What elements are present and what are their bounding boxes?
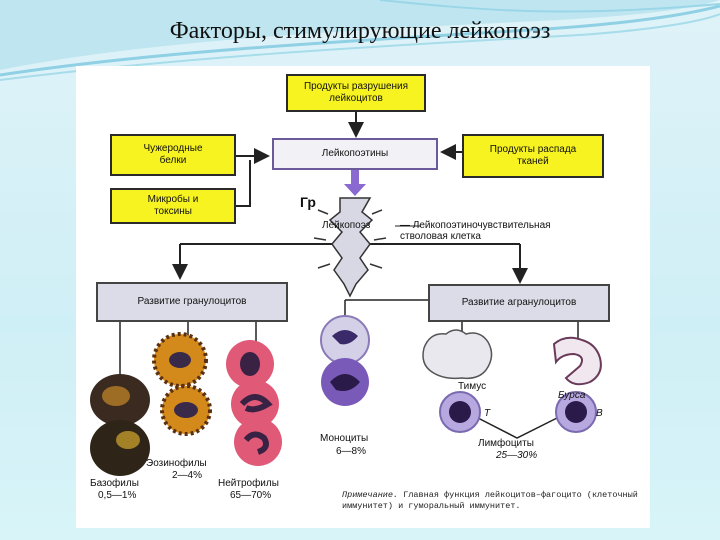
arrow-microbes [236,160,251,207]
label-t: Т [484,408,491,419]
thymus-shape [422,329,493,380]
decorative-waves [0,0,720,81]
label-monocytes-pct: 6—8% [336,446,367,457]
box-microbes-toxins: Микробы и токсины [110,188,236,224]
box-agranulocyte-development: Развитие агранулоцитов [428,284,610,322]
stem-cell-column [313,197,387,298]
monocyte-cells [320,315,370,406]
label-lymphocytes: Лимфоциты [478,438,534,449]
box-tissue-products: Продукты распада тканей [462,134,604,178]
note-prefix: Примечание. [342,490,399,500]
lymphocyte-t-cell [439,391,481,433]
eosinophil-cells [152,332,212,436]
box-leukopoietins: Лейкопоэтины [272,138,438,170]
box-destruction-products: Продукты разрушения лейкоцитов [286,74,426,112]
box-granulocyte-development: Развитие гранулоцитов [96,282,288,322]
label-basophils-pct: 0,5—1% [98,490,137,501]
lymphocyte-b-cell [555,391,597,433]
label-eosinophils: Эозинофилы [146,458,207,469]
bursa-shape [552,336,602,386]
box-foreign-proteins: Чужеродные белки [110,134,236,176]
note-text: Примечание. Главная функция лейкоцитов–ф… [342,490,642,512]
label-lymphocytes-pct: 25—30% [496,450,538,461]
basophil-cells [90,374,150,476]
label-thymus: Тимус [458,381,487,392]
label-eosinophils-pct: 2—4% [172,470,203,481]
neutrophil-cells [226,340,282,466]
label-neutrophils: Нейтрофилы [218,478,279,489]
note-body: Главная функция лейкоцитов–фагоцито (кле… [342,490,638,511]
label-stem-cell: — Лейкопоэтиночувствительная стволовая к… [400,220,551,242]
label-leukopoiesis: Лейкопоэз [322,220,371,231]
label-b: В [596,408,603,419]
label-gr: Гр [300,194,316,210]
arrow-leukopoietins [344,170,366,196]
label-neutrophils-pct: 65—70% [230,490,272,501]
slide-title: Факторы, стимулирующие лейкопоэз [169,18,551,44]
label-bursa: Бурса [558,390,586,401]
label-monocytes: Моноциты [320,433,369,444]
label-basophils: Базофилы [90,478,139,489]
